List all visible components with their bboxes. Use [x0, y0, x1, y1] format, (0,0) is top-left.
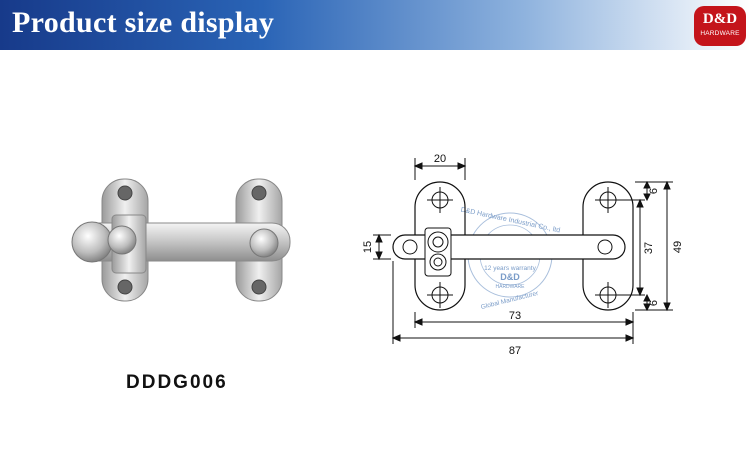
watermark-company: D&D Hardware Industrial Co., ltd	[460, 207, 561, 235]
logo-main-text: D&D	[702, 11, 738, 27]
watermark-tagline: Global Manufacturer	[480, 290, 540, 311]
header-banner: Product size display	[0, 0, 750, 50]
dim-overall-width: 87	[509, 345, 521, 357]
watermark-brand: D&D	[500, 272, 520, 282]
dim-inner-width: 73	[509, 310, 521, 322]
dim-top-width: 20	[434, 153, 446, 165]
brand-logo: D&D HARDWARE	[694, 6, 746, 46]
page-title: Product size display	[12, 6, 275, 39]
dim-left-height: 15	[362, 241, 374, 253]
dim-bottom-gap: 6	[648, 300, 660, 306]
logo-sub-text: HARDWARE	[700, 30, 740, 37]
product-photo	[71, 178, 291, 302]
watermark-brand-sub: HARDWARE	[496, 284, 526, 290]
model-code: DDDG006	[126, 372, 228, 393]
logo-plate	[694, 6, 746, 46]
dim-top-gap: 6	[648, 188, 660, 194]
dim-hole-spacing: 37	[643, 242, 655, 254]
watermark-warranty: 12 years warranty	[484, 265, 536, 272]
technical-drawing: D&D Hardware Industrial Co., ltd 12 year…	[362, 153, 684, 357]
dim-overall-height: 49	[672, 241, 684, 253]
